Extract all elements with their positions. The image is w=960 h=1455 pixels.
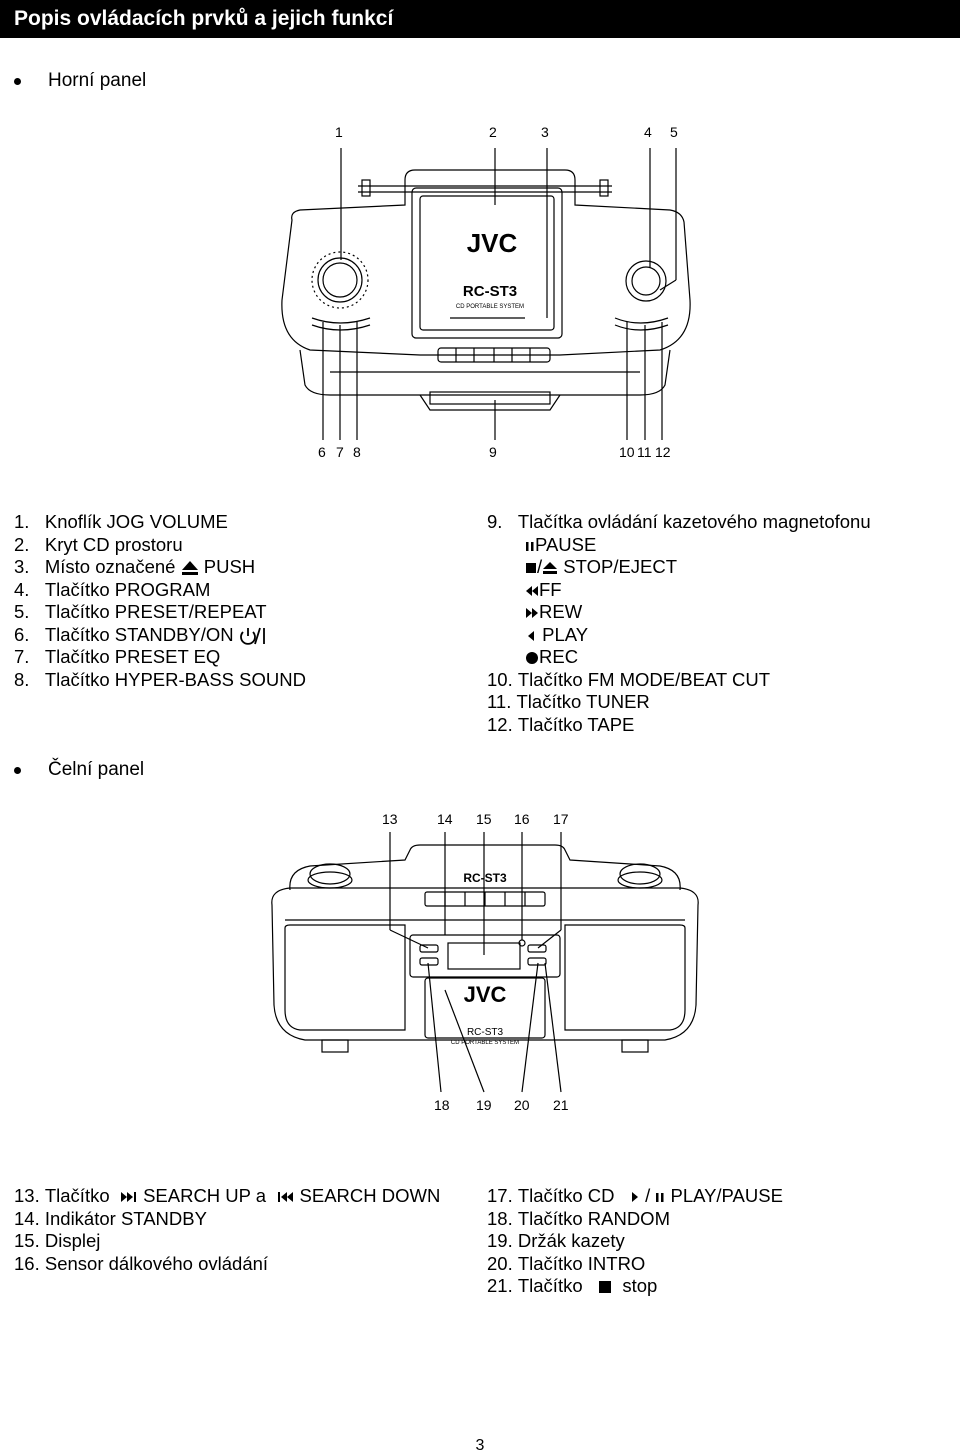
- page-number: 3: [475, 1437, 485, 1454]
- legend-item-7: 7. Tlačítko PRESET EQ: [14, 646, 221, 667]
- front-legend-left: 13. Tlačítko SEARCH UP a SEARCH DOWN 14.…: [14, 1185, 440, 1275]
- callout-10: 10: [619, 444, 635, 460]
- front-model-label: RC-ST3: [467, 1027, 504, 1038]
- callout-19: 19: [476, 1097, 492, 1113]
- callout-1: 1: [335, 124, 343, 140]
- standby-power-icon: [239, 627, 265, 645]
- legend-item-3: 3. Místo označené PUSH: [14, 556, 256, 577]
- legend-item-14: 14. Indikátor STANDBY: [14, 1207, 207, 1229]
- legend-item-4: 4. Tlačítko PROGRAM: [14, 578, 211, 600]
- callout-20: 20: [514, 1097, 530, 1113]
- fast-forward-icon: [526, 585, 538, 596]
- legend-sub-rew: REW: [487, 601, 871, 624]
- front-model-subtitle: CD PORTABLE SYSTEM: [451, 1040, 519, 1046]
- legend-item-20: 20. Tlačítko INTRO: [487, 1252, 646, 1274]
- front-panel-heading: Čelní panel: [48, 759, 145, 780]
- callout-12: 12: [655, 444, 671, 460]
- pause-icon: [526, 541, 534, 551]
- legend-item-6: 6. Tlačítko STANDBY/ON: [14, 624, 306, 647]
- top-legend-right: 9. Tlačítka ovládání kazetového magnetof…: [487, 511, 871, 736]
- legend-item-5: 5. Tlačítko PRESET/REPEAT: [14, 601, 267, 622]
- record-icon: [526, 652, 538, 665]
- callout-13: 13: [382, 811, 398, 827]
- callout-18: 18: [434, 1097, 450, 1113]
- front-legend-right: 17. Tlačítko CD / PLAY/PAUSE 18. Tlačítk…: [487, 1185, 783, 1298]
- legend-item-11: 11. Tlačítko TUNER: [487, 691, 650, 712]
- bullet-dot: [14, 78, 21, 85]
- callout-9: 9: [489, 444, 497, 460]
- callout-16: 16: [514, 811, 530, 827]
- callout-3: 3: [541, 124, 549, 140]
- callout-4: 4: [644, 124, 652, 140]
- callout-5: 5: [670, 124, 678, 140]
- callout-8: 8: [353, 444, 361, 460]
- top-panel-heading: Horní panel: [48, 70, 147, 91]
- legend-item-15: 15. Displej: [14, 1230, 101, 1251]
- top-panel-illustration: JVC RC-ST3 CD PORTABLE SYSTEM: [281, 148, 691, 440]
- bullet-dot: [14, 767, 21, 774]
- legend-item-19: 19. Držák kazety: [487, 1230, 625, 1251]
- legend-sub-play: PLAY: [487, 624, 871, 647]
- legend-item-16: 16. Sensor dálkového ovládání: [14, 1252, 269, 1274]
- callout-14: 14: [437, 811, 453, 827]
- stop-icon: [599, 1281, 612, 1294]
- top-legend-left: 1. Knoflík JOG VOLUME 2. Kryt CD prostor…: [14, 511, 306, 691]
- legend-sub-rec: REC: [487, 646, 871, 669]
- skip-back-icon: [278, 1192, 294, 1203]
- top-brand-logo: JVC: [467, 228, 518, 258]
- legend-item-18: 18. Tlačítko RANDOM: [487, 1207, 670, 1229]
- front-panel-illustration: RC-ST3 JVC RC-ST3 CD PORTABLE SYSTEM: [271, 832, 699, 1093]
- legend-item-2: 2. Kryt CD prostoru: [14, 533, 183, 555]
- front-brand-logo: JVC: [464, 982, 507, 1007]
- legend-sub-stop-eject: / STOP/EJECT: [487, 556, 871, 579]
- callout-15: 15: [476, 811, 492, 827]
- callout-7: 7: [336, 444, 344, 460]
- callout-17: 17: [553, 811, 569, 827]
- play-icon: [631, 1192, 638, 1203]
- callout-21: 21: [553, 1097, 569, 1113]
- callout-11: 11: [637, 444, 652, 460]
- legend-item-13: 13. Tlačítko SEARCH UP a SEARCH DOWN: [14, 1185, 441, 1206]
- legend-item-9: 9. Tlačítka ovládání kazetového magnetof…: [487, 511, 871, 532]
- legend-sub-ff: FF: [487, 579, 871, 602]
- legend-item-1: 1. Knoflík JOG VOLUME: [14, 511, 228, 532]
- pause-icon: [656, 1193, 664, 1203]
- callout-2: 2: [489, 124, 497, 140]
- rewind-icon: [526, 608, 538, 619]
- legend-item-8: 8. Tlačítko HYPER-BASS SOUND: [14, 668, 306, 690]
- top-model-label: RC-ST3: [463, 283, 517, 300]
- callout-6: 6: [318, 444, 326, 460]
- legend-item-21: 21. Tlačítko stop: [487, 1275, 658, 1296]
- legend-sub-pause: PAUSE: [487, 534, 871, 557]
- stop-icon: [526, 563, 536, 574]
- eject-icon: [543, 562, 558, 575]
- eject-icon: [181, 561, 198, 576]
- front-top-model: RC-ST3: [463, 871, 507, 885]
- legend-item-17: 17. Tlačítko CD / PLAY/PAUSE: [487, 1185, 783, 1206]
- legend-item-10: 10. Tlačítko FM MODE/BEAT CUT: [487, 668, 771, 690]
- skip-forward-icon: [120, 1192, 136, 1203]
- top-model-subtitle: CD PORTABLE SYSTEM: [456, 304, 524, 310]
- section-title: Popis ovládacích prvků a jejich funkcí: [14, 7, 394, 30]
- section-header: Popis ovládacích prvků a jejich funkcí: [0, 0, 960, 38]
- legend-item-12: 12. Tlačítko TAPE: [487, 713, 635, 735]
- play-icon: [528, 630, 534, 641]
